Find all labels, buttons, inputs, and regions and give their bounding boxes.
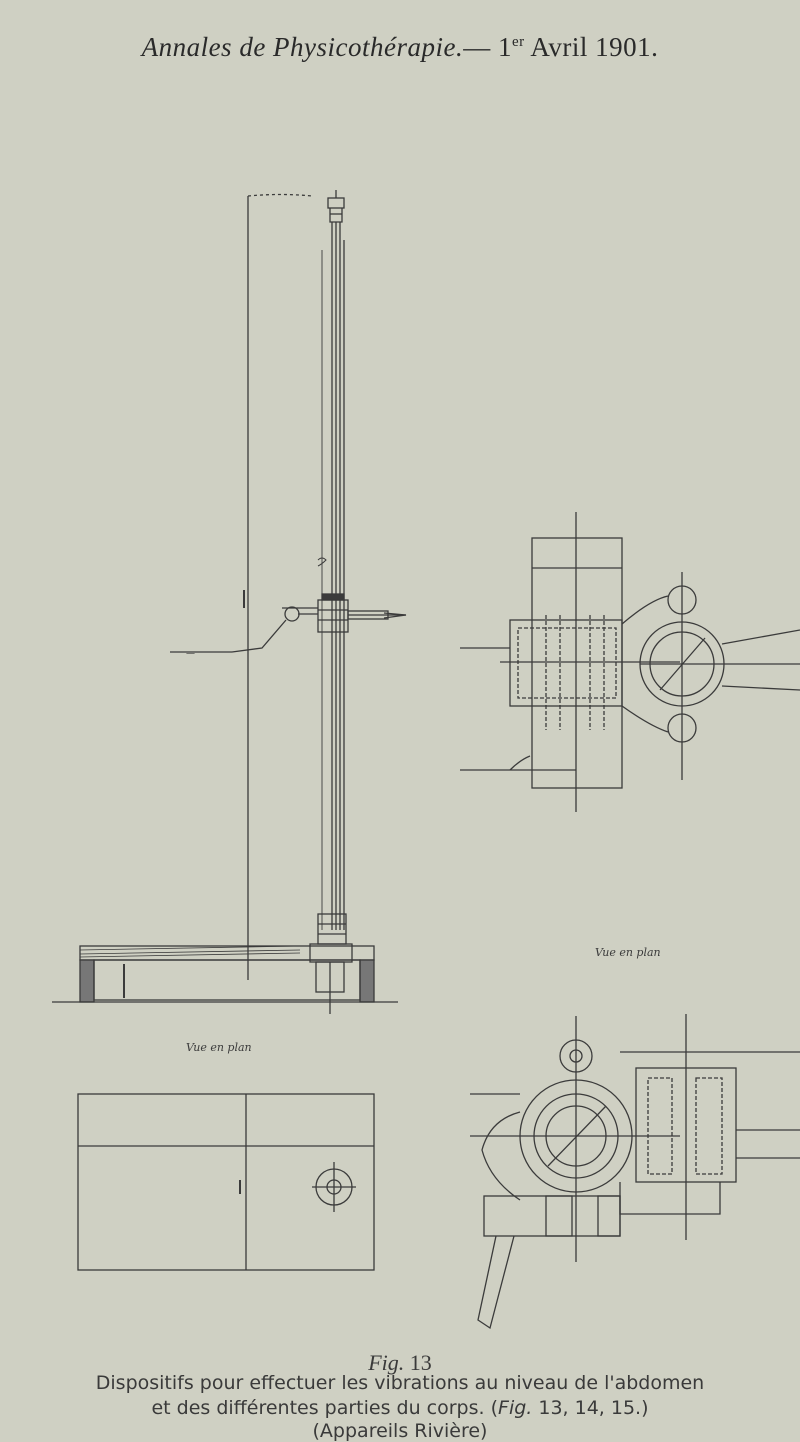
header-day-sup: er bbox=[512, 34, 525, 50]
caption-line-2-end: 13, 14, 15.) bbox=[532, 1397, 649, 1419]
stand-elevation-drawing: — bbox=[52, 190, 407, 1014]
header-day: 1 bbox=[498, 32, 512, 62]
svg-text:—: — bbox=[186, 649, 195, 659]
page-header: Annales de Physicothérapie.— 1er Avril 1… bbox=[0, 32, 800, 63]
caption-line-2: et des différentes parties du corps. (Fi… bbox=[0, 1397, 800, 1419]
figure-label-number: 13 bbox=[409, 1350, 432, 1375]
header-dash: — bbox=[463, 32, 491, 62]
caption-line-2-start: et des différentes parties du corps. ( bbox=[151, 1397, 499, 1419]
caption-line-1: Dispositifs pour effectuer les vibration… bbox=[95, 1372, 705, 1394]
figure-label-prefix: Fig. bbox=[368, 1350, 405, 1375]
caption-line-3: (Appareils Rivière) bbox=[312, 1420, 488, 1442]
annotation-vue-en-plan-top: Vue en plan bbox=[595, 946, 661, 959]
stand-plan-drawing bbox=[77, 1093, 375, 1271]
annotation-vue-en-plan-left: Vue en plan bbox=[186, 1041, 252, 1054]
figure-label: Fig. 13 bbox=[0, 1350, 800, 1376]
journal-title: Annales de Physicothérapie. bbox=[141, 32, 464, 62]
header-date: Avril 1901. bbox=[530, 32, 659, 62]
clamp-elevation-drawing bbox=[460, 512, 800, 812]
caption-line-2-fig: Fig. bbox=[498, 1397, 533, 1419]
clamp-plan-drawing bbox=[470, 1014, 800, 1330]
